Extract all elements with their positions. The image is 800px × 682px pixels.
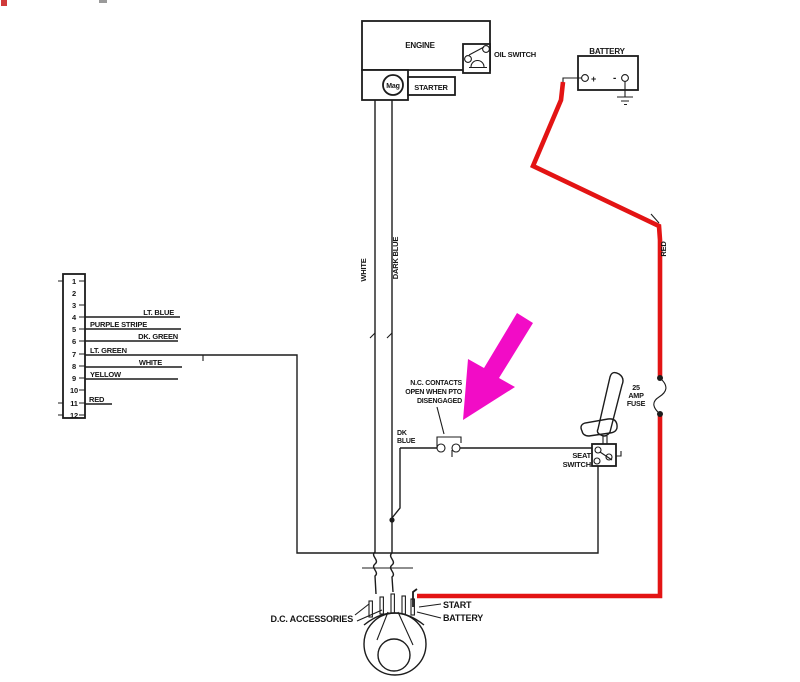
pin-11: 11 (70, 399, 78, 408)
label-white-pin8: WHITE (139, 358, 162, 367)
seat-stem (602, 436, 608, 444)
label-lt-blue: LT. BLUE (143, 308, 174, 317)
label-purple-stripe: PURPLE STRIPE (90, 320, 147, 329)
ignition-key-cylinder (377, 638, 411, 672)
dc-accessories-label: D.C. ACCESSORIES (271, 614, 354, 624)
ignition-body (363, 612, 427, 676)
label-dk-green: DK. GREEN (138, 332, 178, 341)
dark-blue-wire-label: DARK BLUE (391, 237, 400, 280)
pin-1: 1 (72, 277, 76, 286)
pin-12: 12 (70, 411, 78, 420)
red-battery-cable: RED 25 AMP FUSE (417, 77, 668, 599)
label-red-pin11: RED (89, 395, 105, 404)
battery-minus-sign: - (613, 73, 616, 84)
dc-accessories-leaders (354, 603, 383, 622)
label-yellow: YELLOW (90, 370, 122, 379)
starter-box (407, 76, 456, 96)
seat-switch-label-line1: SEAT (572, 451, 591, 460)
pto-note-line1: N.C. CONTACTS (410, 380, 462, 387)
pto-switch-circuit: N.C. CONTACTS OPEN WHEN PTO DISENGAGED D… (391, 380, 592, 519)
pin-6: 6 (72, 337, 76, 346)
red-wire-upper (530, 81, 663, 378)
pin-ticks (58, 280, 85, 416)
pin-8: 8 (72, 362, 76, 371)
ignition-cap-arc (363, 612, 425, 626)
battery-terminal-leader (416, 611, 442, 619)
magneto-label: Mag (386, 83, 399, 90)
engine-block: ENGINE STARTER Mag OIL SWITCH (361, 20, 536, 101)
seat-cushion (580, 418, 618, 437)
ground-icon (617, 81, 633, 106)
pto-note-leader (436, 406, 445, 435)
battery-outline (577, 55, 639, 91)
seat-backrest (596, 371, 624, 437)
fuse-icon (653, 375, 667, 417)
seat-switch-contacts (593, 446, 622, 465)
red-wire-lower (417, 414, 663, 599)
connector-pins: 1 2 3 4 5 6 7 8 9 10 11 12 (70, 277, 78, 420)
pto-switch-icon (436, 436, 462, 457)
ignition-switch: D.C. ACCESSORIES START BATTERY (271, 588, 483, 676)
dk-blue-branch (391, 448, 401, 519)
pin-2: 2 (72, 289, 76, 298)
white-wire-label: WHITE (359, 258, 368, 281)
engine-label: ENGINE (405, 41, 435, 50)
pin-10: 10 (70, 386, 78, 395)
start-label: START (443, 600, 472, 610)
red-wire-tick (650, 213, 660, 224)
battery-negative-terminal (621, 74, 629, 82)
dark-blue-wire-lower (389, 521, 395, 593)
seat-switch-label-line2: SWITCH (563, 460, 591, 469)
oil-switch-icon (464, 45, 490, 69)
fuse-label-line1: 25 (632, 383, 640, 392)
scan-artifact-red (1, 0, 7, 6)
start-leader (418, 603, 442, 608)
oil-switch-label: OIL SWITCH (494, 50, 536, 59)
label-lt-green: LT. GREEN (90, 346, 127, 355)
wire-bend-ticks (369, 332, 393, 339)
splice-dot (389, 517, 395, 523)
battery-terminal-label: BATTERY (443, 613, 483, 623)
connector-wires (85, 316, 599, 554)
pin-5: 5 (72, 325, 76, 334)
oil-switch-box (462, 43, 491, 74)
pin-9: 9 (72, 374, 76, 383)
white-wire (372, 100, 378, 595)
main-harness: WHITE DARK BLUE (359, 100, 413, 595)
scan-artifact-gray (99, 0, 107, 3)
pin-4: 4 (72, 313, 77, 322)
connector-outline (62, 273, 86, 419)
pin-3: 3 (72, 301, 76, 310)
red-wire-terminal-prong (412, 588, 418, 607)
connector-block: 1 2 3 4 5 6 7 8 9 10 11 12 LT. BLUE (58, 273, 599, 554)
starter-label: STARTER (414, 83, 448, 92)
pto-note-line3: DISENGAGED (417, 398, 462, 405)
fuse-label-line2: AMP (628, 391, 644, 400)
seat-switch: SEAT SWITCH (563, 371, 624, 469)
magenta-pointer-arrow (463, 313, 533, 420)
ignition-terminals (368, 593, 415, 618)
magneto-icon (382, 74, 404, 96)
pin-7: 7 (72, 350, 76, 359)
dk-blue-label-line1: DK (397, 430, 407, 437)
red-wire-label: RED (659, 241, 668, 257)
fuse-label-line3: FUSE (627, 399, 646, 408)
battery-plus-sign: + (591, 74, 596, 84)
pto-note-line2: OPEN WHEN PTO (405, 389, 463, 396)
dk-blue-label-line2: BLUE (397, 438, 416, 445)
ignition-body-lines (376, 611, 414, 646)
wire-lt-green-long-run (85, 354, 599, 554)
battery: BATTERY + - (577, 47, 639, 106)
battery-label: BATTERY (589, 47, 625, 56)
